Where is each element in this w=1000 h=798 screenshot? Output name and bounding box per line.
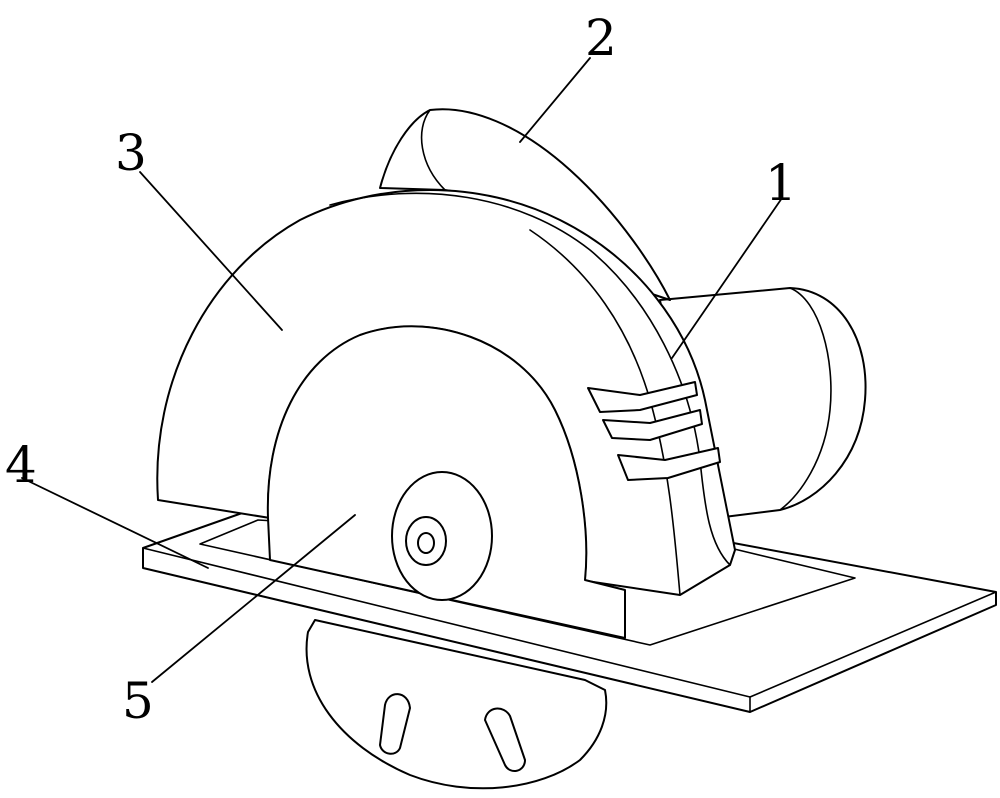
leader-5 bbox=[151, 514, 356, 683]
leader-2 bbox=[519, 57, 591, 143]
callout-1: 1 bbox=[765, 154, 797, 212]
blade-lower-section bbox=[305, 568, 608, 790]
leader-4 bbox=[21, 477, 209, 569]
leader-3 bbox=[139, 171, 283, 331]
callout-2: 2 bbox=[585, 9, 617, 67]
callout-labels: 1 2 3 4 5 bbox=[5, 9, 797, 730]
callout-3: 3 bbox=[115, 124, 147, 182]
leader-lines bbox=[21, 57, 783, 683]
saw-blade bbox=[266, 325, 626, 639]
callout-5: 5 bbox=[122, 672, 154, 730]
callout-4: 4 bbox=[5, 436, 37, 494]
leader-1 bbox=[671, 197, 783, 359]
